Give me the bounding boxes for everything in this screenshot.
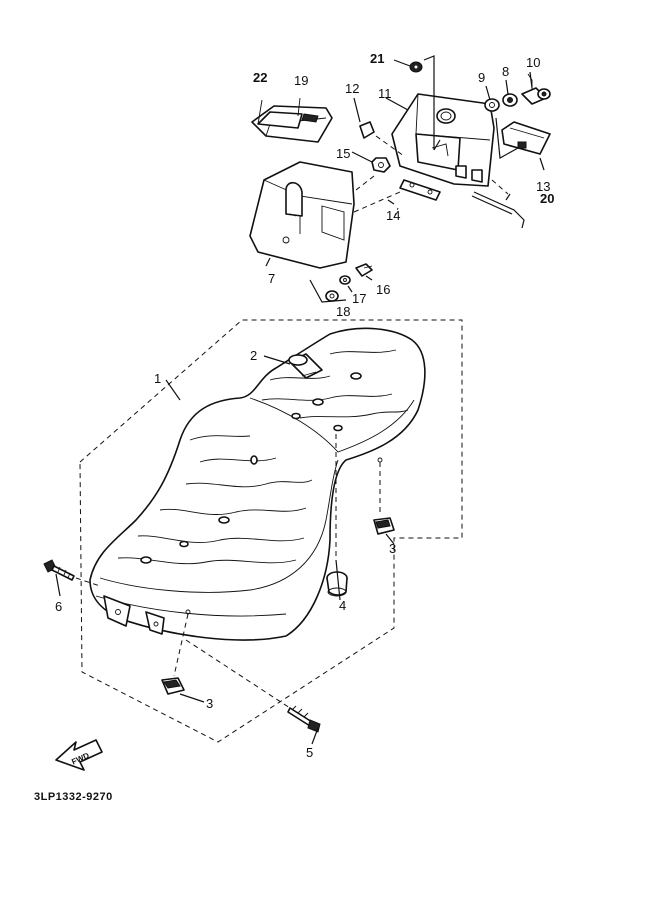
diagram-code: 3LP1332-9270 <box>34 791 113 803</box>
seat-leader-lines <box>55 355 395 745</box>
callout-17: 17 <box>352 291 366 306</box>
callout-labels: 1 2 3 3 4 5 6 7 8 9 10 11 12 13 14 15 16… <box>55 51 554 760</box>
callout-3-right: 3 <box>389 541 396 556</box>
lock-part-10 <box>521 73 551 105</box>
forward-arrow-icon: FWD <box>55 739 103 771</box>
bolt-part-16 <box>355 263 373 277</box>
plate-part-19-22 <box>251 97 333 143</box>
callout-5: 5 <box>306 745 313 760</box>
seat-assembly-boundary <box>79 319 463 743</box>
nut-part-8 <box>502 93 518 107</box>
callout-6: 6 <box>55 599 62 614</box>
callout-21: 21 <box>370 51 384 66</box>
callout-7: 7 <box>268 271 275 286</box>
callout-11: 11 <box>378 86 392 101</box>
nut-part-15 <box>371 157 391 173</box>
callout-12: 12 <box>345 81 359 96</box>
callout-2: 2 <box>250 348 257 363</box>
callout-4: 4 <box>339 598 346 613</box>
callout-15: 15 <box>336 146 350 161</box>
callout-13: 13 <box>536 179 550 194</box>
bolt-part-6 <box>43 559 75 581</box>
callout-19: 19 <box>294 73 308 88</box>
cover-part-11 <box>391 93 495 187</box>
callout-1: 1 <box>154 371 161 386</box>
bushing-part-12 <box>359 121 375 139</box>
stay-part-14 <box>399 179 441 201</box>
washer-part-17 <box>339 275 351 285</box>
callout-8: 8 <box>502 64 509 79</box>
damper-part-3-left <box>161 677 185 695</box>
callout-14: 14 <box>386 208 400 223</box>
washer-part-9 <box>484 98 500 112</box>
damper-part-3-right <box>373 517 395 535</box>
top-parts-group <box>251 55 551 229</box>
seat-tuft-buttons <box>140 372 362 564</box>
callout-16: 16 <box>376 282 390 297</box>
nut-part-21 <box>409 61 423 73</box>
tail-cover-group <box>249 157 441 303</box>
seat-rider-seam <box>99 459 339 593</box>
callout-10: 10 <box>526 55 540 70</box>
seat-front-bracket <box>103 595 131 627</box>
callout-3-left: 3 <box>206 696 213 711</box>
nut-part-18 <box>325 290 339 302</box>
callout-20: 20 <box>540 191 554 206</box>
callout-9: 9 <box>478 70 485 85</box>
plate-part-20 <box>501 121 551 155</box>
callout-22: 22 <box>253 70 267 85</box>
seat-pillion-seam <box>249 397 415 453</box>
rod-part-13 <box>471 191 525 229</box>
callout-18: 18 <box>336 304 350 319</box>
seat-front-bracket-2 <box>145 611 165 635</box>
seat-strap-part-2 <box>288 353 323 379</box>
tail-leader-lines <box>265 175 401 303</box>
seat-shell <box>89 327 426 641</box>
seat-assembly-group <box>43 319 463 745</box>
bolt-part-5 <box>287 705 321 733</box>
top-leader-lines <box>351 55 545 219</box>
grommet-part-4 <box>326 571 348 597</box>
seat-pleats <box>117 349 409 565</box>
